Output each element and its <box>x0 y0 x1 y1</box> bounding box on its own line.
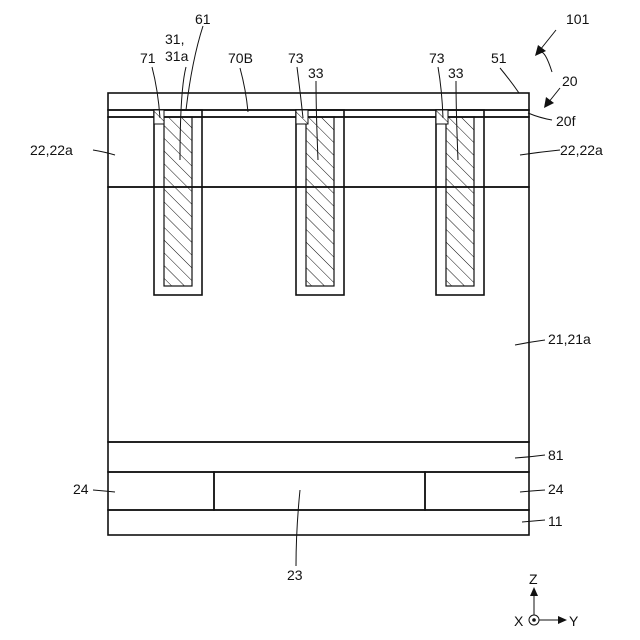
label-11: 11 <box>548 513 563 529</box>
trench-2 <box>296 110 344 295</box>
label-101: 101 <box>566 11 590 27</box>
label-20f: 20f <box>556 113 576 129</box>
axis-label-y: Y <box>569 613 579 629</box>
trench-1 <box>154 110 202 295</box>
region-24-left <box>108 472 214 510</box>
axis-label-z: Z <box>529 571 538 587</box>
label-73-b: 73 <box>429 50 445 66</box>
arrow-101 <box>535 30 556 56</box>
label-31a: 31a <box>165 48 189 64</box>
label-61: 61 <box>195 11 211 27</box>
film-20f <box>108 110 529 117</box>
label-24-right: 24 <box>548 481 564 497</box>
label-22-right: 22,22a <box>560 142 603 158</box>
label-31: 31, <box>165 31 184 47</box>
region-23 <box>214 472 425 510</box>
label-33-b: 33 <box>448 65 464 81</box>
label-70B: 70B <box>228 50 253 66</box>
label-22-left: 22,22a <box>30 142 73 158</box>
region-24-right <box>425 472 529 510</box>
axis-label-x: X <box>514 613 524 629</box>
trench-3 <box>436 110 484 295</box>
label-21: 21,21a <box>548 331 591 347</box>
label-81: 81 <box>548 447 564 463</box>
label-24-left: 24 <box>73 481 89 497</box>
layer-81 <box>108 442 529 472</box>
label-71: 71 <box>140 50 156 66</box>
layer-11 <box>108 510 529 535</box>
label-51: 51 <box>491 50 507 66</box>
label-73-a: 73 <box>288 50 304 66</box>
axis-indicator: Z X Y <box>514 571 579 629</box>
leader-lines <box>93 26 560 566</box>
layer-51 <box>108 93 529 110</box>
label-23: 23 <box>287 567 303 583</box>
label-20: 20 <box>562 73 578 89</box>
arrow-20 <box>544 88 560 108</box>
label-33-a: 33 <box>308 65 324 81</box>
